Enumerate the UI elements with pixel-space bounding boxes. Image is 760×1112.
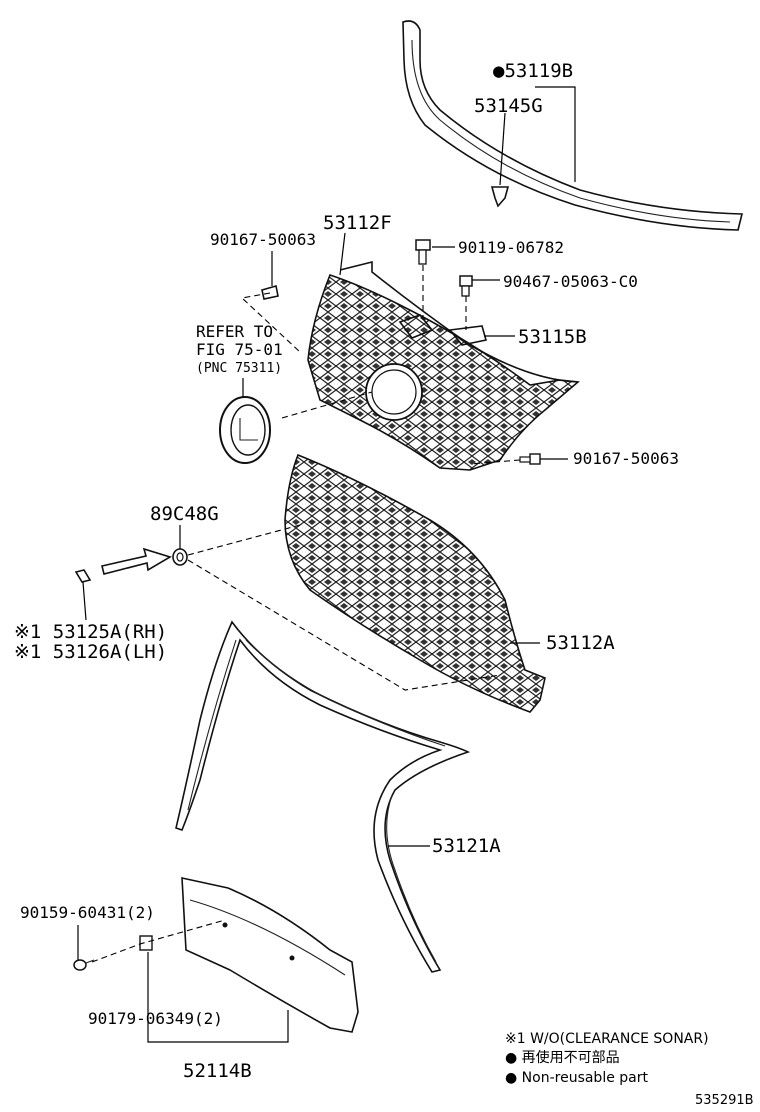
label-53115B: 53115B — [518, 326, 587, 348]
nut-90179-part — [139, 935, 153, 951]
upper-grille-part — [307, 260, 580, 471]
screw-90167-top-part — [261, 284, 279, 300]
refer-line3: (PNC 75311) — [196, 361, 282, 376]
label-90467: 90467-05063-C0 — [503, 272, 638, 291]
legend-note-clearance-sonar: ※1 W/O(CLEARANCE SONAR) — [505, 1031, 709, 1047]
figure-id: 535291B — [695, 1093, 754, 1108]
label-90167-right: 90167-50063 — [573, 449, 679, 468]
clip-53145G-part — [490, 186, 510, 208]
label-53126A: ※1 53126A(LH) — [14, 641, 167, 663]
label-53125A: ※1 53125A(RH) — [14, 621, 167, 643]
bracket-53115B-part — [448, 325, 488, 346]
direction-arrow-icon — [101, 547, 172, 575]
label-53112F: 53112F — [323, 212, 392, 234]
refer-line1: REFER TO — [196, 322, 273, 341]
emblem-part — [219, 396, 271, 464]
screw-90167-right-part — [519, 453, 541, 465]
clip-53125A-part — [74, 569, 92, 621]
label-53119B: ●53119B — [493, 60, 573, 82]
legend-note-japanese: ● 再使用不可部品 — [505, 1049, 620, 1066]
main-grille-part — [284, 453, 546, 713]
label-53112A: 53112A — [546, 632, 615, 654]
label-52114B: 52114B — [183, 1060, 252, 1082]
label-90167-top: 90167-50063 — [210, 230, 316, 249]
label-53145G: 53145G — [474, 95, 543, 117]
label-89C48G: 89C48G — [150, 503, 219, 525]
label-90119: 90119-06782 — [458, 238, 564, 257]
label-53121A: 53121A — [432, 835, 501, 857]
bolt-90119-part — [415, 239, 431, 265]
label-90179: 90179-06349(2) — [88, 1009, 223, 1028]
upper-molding-part — [402, 20, 744, 231]
surround-molding-part — [175, 620, 471, 973]
screw-90467-part — [459, 275, 473, 297]
leader-lines — [77, 86, 576, 1043]
plate-bracket-part — [181, 876, 359, 1033]
nut-89C48G-part — [172, 548, 188, 566]
assembly-dashed-lines — [91, 265, 521, 963]
legend-note-non-reusable: ● Non-reusable part — [505, 1070, 648, 1086]
screw-90159-part — [73, 959, 95, 971]
label-90159: 90159-60431(2) — [20, 903, 155, 922]
refer-line2: FIG 75-01 — [196, 340, 283, 359]
